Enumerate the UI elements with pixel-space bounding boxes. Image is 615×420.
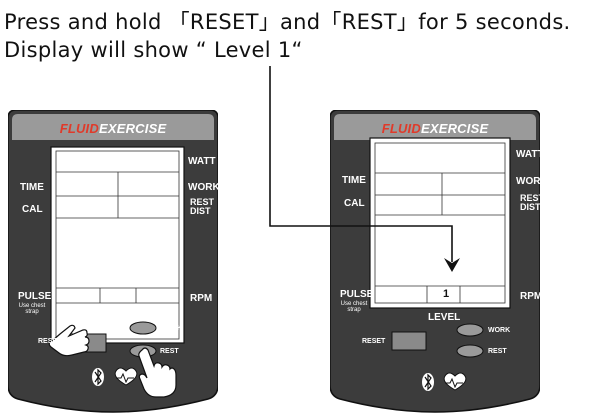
label-rpm: RPM <box>190 293 213 304</box>
heart-rate-icon <box>114 367 138 386</box>
arrow-down-icon <box>444 258 460 272</box>
label-rest-dist: REST DIST <box>520 193 545 212</box>
brand-logo: FLUIDEXERCISE <box>59 121 167 136</box>
rest-button-label[interactable]: REST <box>160 348 179 355</box>
brand-logo: FLUIDEXERCISE <box>381 121 489 136</box>
instruction-line-1: Press and hold 「RESET」and「REST」for 5 sec… <box>4 10 571 34</box>
hand-pointer-icon <box>48 324 90 357</box>
hand-pointer-icon <box>138 347 177 398</box>
work-button-label[interactable]: WORK <box>160 325 183 332</box>
bluetooth-icon <box>422 373 434 391</box>
reset-button-label[interactable]: RESET <box>362 338 386 345</box>
label-pulse: PULSE <box>340 289 374 300</box>
label-rpm: RPM <box>520 291 543 302</box>
label-time: TIME <box>20 182 44 193</box>
label-rest-dist: REST DIST <box>190 197 215 216</box>
rest-button-label[interactable]: REST <box>488 348 507 355</box>
label-time: TIME <box>342 175 366 186</box>
label-pulse: PULSE <box>18 291 52 302</box>
label-cal: CAL <box>22 204 43 215</box>
label-work: WORK <box>188 182 220 193</box>
console-after: FLUIDEXERCISE WATT TIME WORK CAL REST DI… <box>330 110 548 415</box>
console-body <box>8 110 218 413</box>
reset-button-label[interactable]: RESET <box>38 338 62 345</box>
label-level: LEVEL <box>428 312 461 323</box>
console-body <box>330 110 540 413</box>
label-watt: WATT <box>188 156 216 167</box>
label-work: WORK <box>516 176 548 187</box>
heart-rate-icon <box>443 372 467 391</box>
label-pulse-note: Use chest strap <box>18 303 46 315</box>
bluetooth-icon <box>92 368 104 386</box>
work-button-label[interactable]: WORK <box>488 327 511 334</box>
level-display-value: 1 <box>442 288 450 300</box>
label-cal: CAL <box>344 198 365 209</box>
label-level: LEVEL <box>102 314 135 325</box>
label-watt: WATT <box>516 149 544 160</box>
label-pulse-note: Use chest strap <box>340 301 368 313</box>
console-before: FLUIDEXERCISE WATT TIME WORK CAL REST DI… <box>8 110 220 415</box>
instruction-line-2: Display will show “ Level 1“ <box>4 38 303 62</box>
